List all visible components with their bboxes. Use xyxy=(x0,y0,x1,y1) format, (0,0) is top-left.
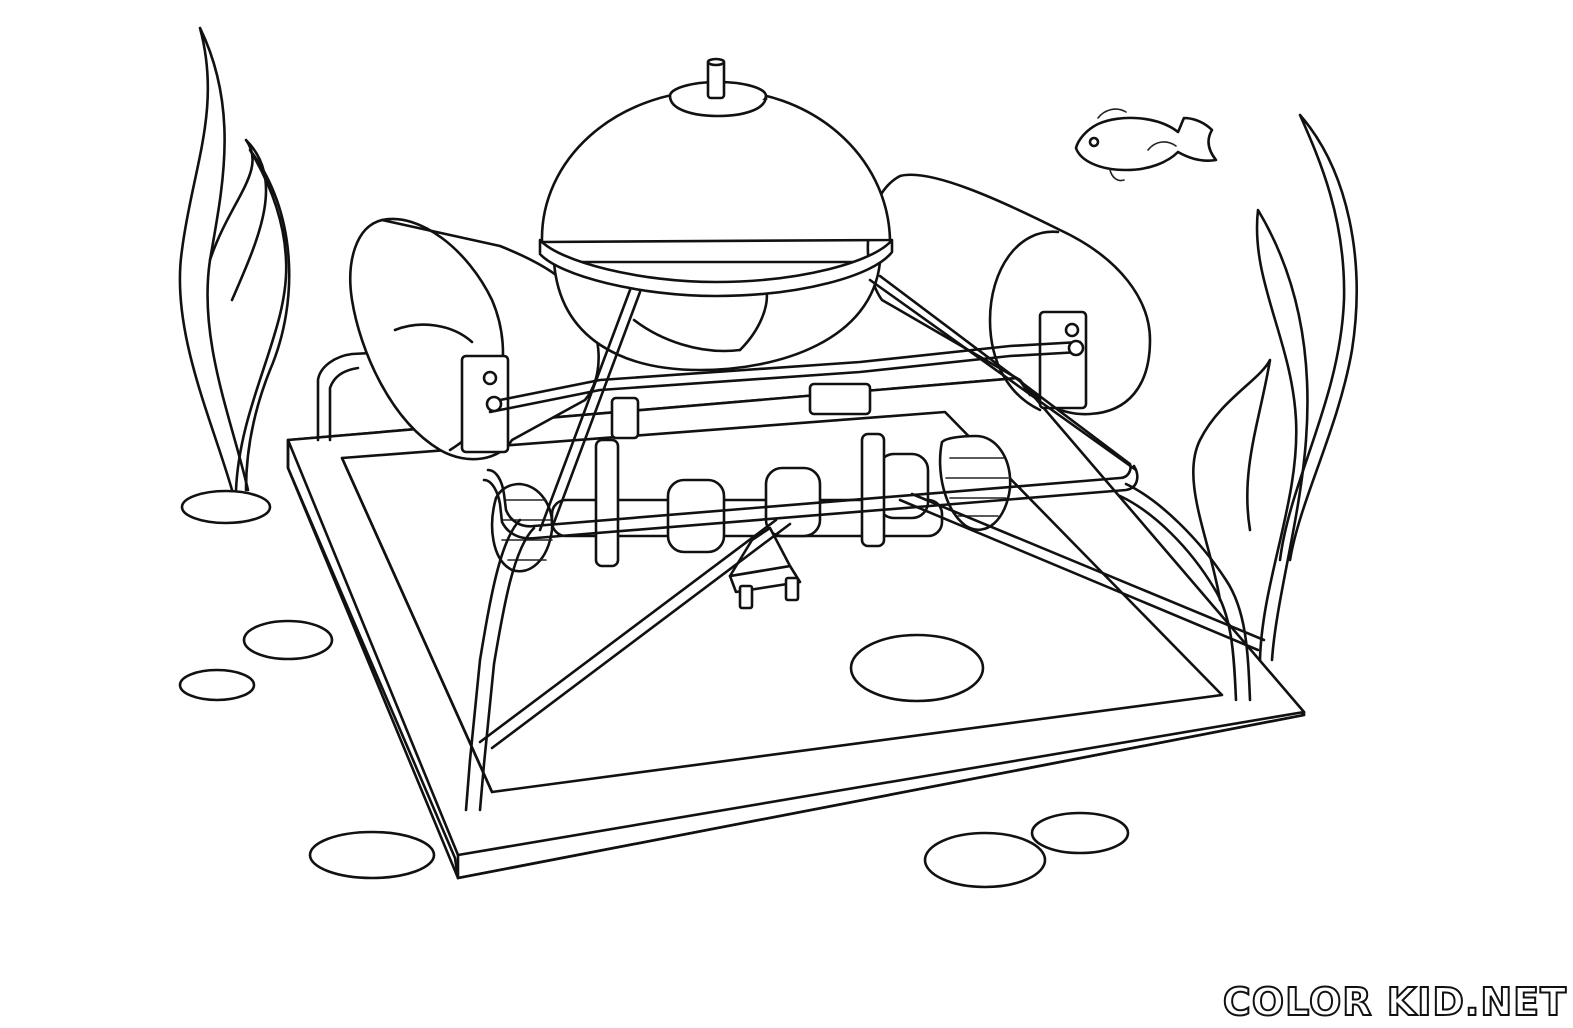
seaweed-right xyxy=(1192,113,1358,662)
fish xyxy=(1074,108,1218,182)
electric-plug xyxy=(728,526,802,610)
seaweed-left xyxy=(178,26,291,492)
drive-assembly xyxy=(490,382,1012,573)
crossbar-ends xyxy=(485,339,1085,413)
dome-hull xyxy=(538,57,894,372)
pebbles xyxy=(178,489,1130,889)
site-watermark: COLOR KID.NET xyxy=(1222,979,1567,1025)
frame-front xyxy=(464,274,1266,812)
base-tray xyxy=(286,376,1306,880)
frame-back xyxy=(316,338,622,442)
